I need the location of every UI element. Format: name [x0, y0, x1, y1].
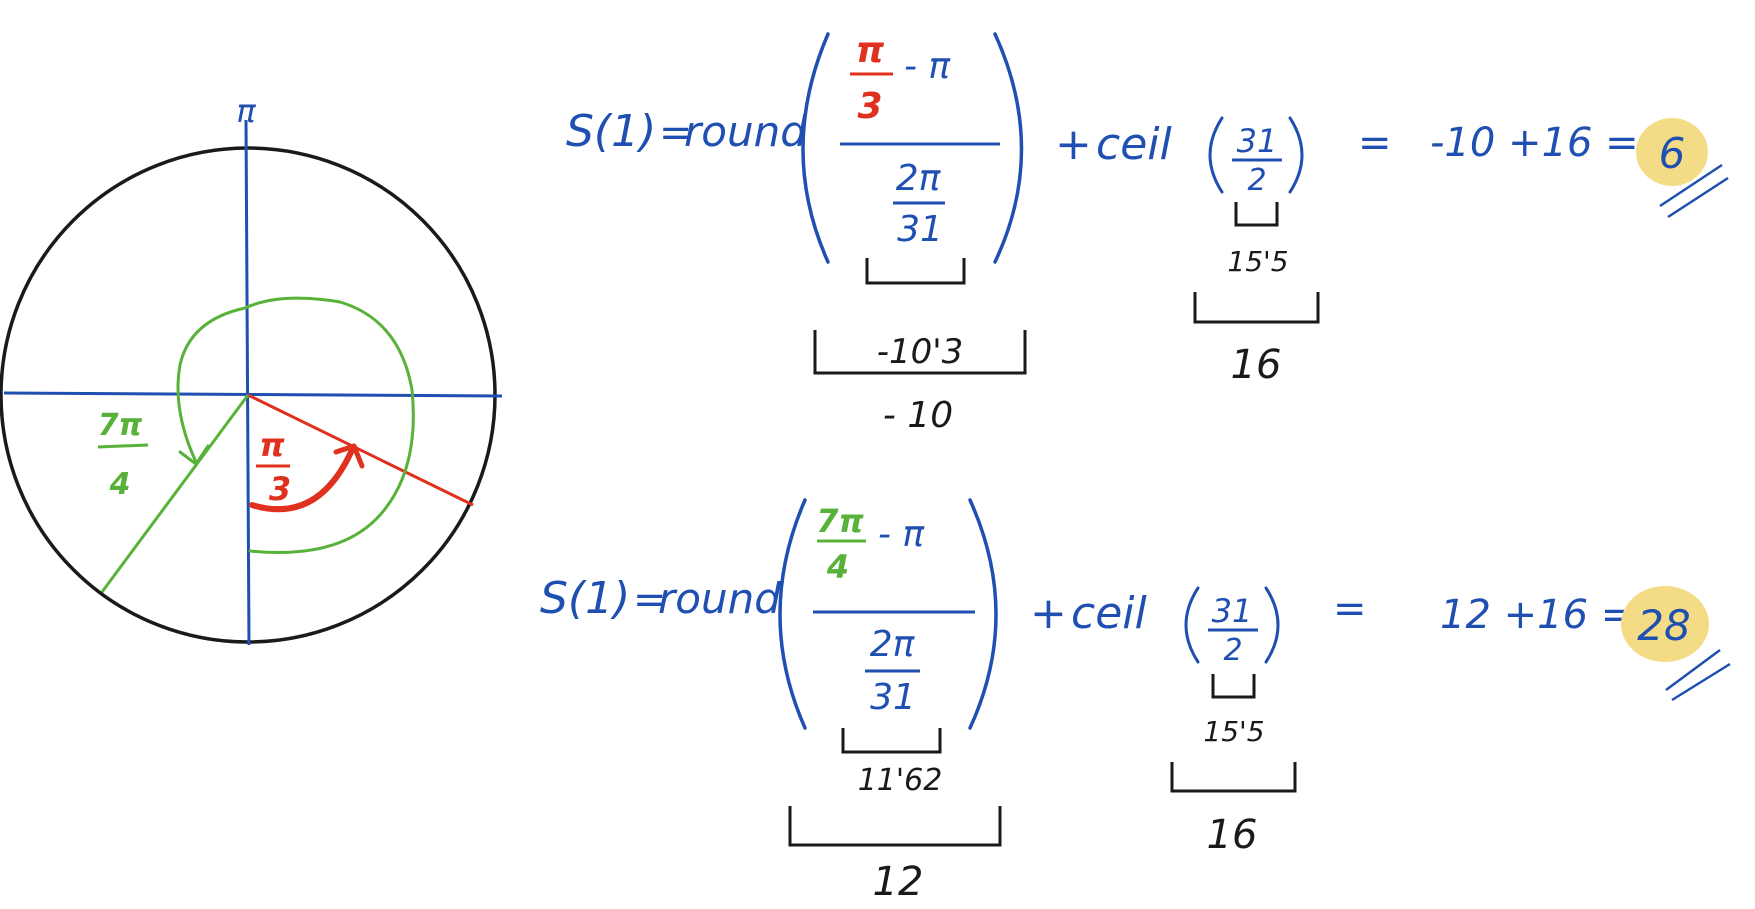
- red-angle-den: 3: [269, 470, 291, 508]
- eq2-answer: 28: [1637, 601, 1690, 650]
- unit-circle-diagram: π π 3 7π 4: [0, 92, 503, 646]
- eq1-ceil-den: 2: [1247, 163, 1266, 198]
- eq1-plus: +: [1055, 119, 1092, 170]
- eq2-ceil-open-paren: [1184, 586, 1200, 664]
- eq2-num-a-top: 7π: [816, 502, 864, 540]
- eq2-plus: +: [1030, 588, 1067, 639]
- green-angle-num: 7π: [98, 408, 143, 443]
- eq2-equals-2: =: [1333, 586, 1367, 632]
- eq2-rhs: 12 +16 =: [1440, 592, 1634, 638]
- eq1-ceil-close-paren: [1288, 116, 1304, 194]
- eq1-round-open-paren: [801, 32, 830, 264]
- eq1-den-den: 31: [897, 209, 943, 250]
- eq2-small-bracket: [841, 728, 942, 754]
- red-arrowhead: [333, 443, 365, 469]
- eq2-underline-2: [1671, 662, 1731, 702]
- eq2-ceil-word: ceil: [1071, 588, 1147, 639]
- eq2-den-den: 31: [870, 677, 916, 718]
- eq1-round-word: round: [684, 107, 807, 156]
- red-angle-num: π: [259, 426, 285, 464]
- horizontal-axis: [3, 391, 503, 398]
- eq2-ceil-bracket: [1170, 762, 1297, 793]
- eq1-answer: 6: [1659, 129, 1686, 178]
- eq1-ceil-small-bracket: [1234, 202, 1279, 227]
- eq2-ceil-num: 31: [1212, 592, 1253, 630]
- eq2-underline-1: [1665, 648, 1721, 692]
- eq2-round-result: 12: [873, 859, 924, 905]
- green-angle-arc: [176, 296, 415, 554]
- eq1-den-num: 2π: [896, 158, 942, 199]
- green-arrowhead: [178, 444, 210, 466]
- eq1-num-a-bottom: 3: [857, 86, 882, 127]
- eq1-small-bracket: [865, 258, 966, 285]
- eq2-round-inner: 11'62: [858, 763, 943, 798]
- eq2-round-bracket: [788, 806, 1002, 847]
- eq2-ceil-inner: 15'5: [1203, 715, 1264, 748]
- green-ray: [100, 394, 250, 593]
- eq1-ceil-open-paren: [1208, 116, 1224, 194]
- eq2-num-minus-pi: - π: [878, 514, 925, 555]
- green-angle-den: 4: [109, 467, 131, 502]
- eq1-round-bracket: [813, 330, 1027, 375]
- equation-1: S(1) = round π 3 - π 2π 31 -10'3 - 10 + …: [566, 30, 1729, 436]
- eq1-lhs: S(1): [566, 106, 656, 157]
- red-angle-arc: [249, 447, 355, 513]
- eq2-ceil-den: 2: [1223, 633, 1242, 668]
- eq1-round-inner: -10'3: [877, 332, 964, 372]
- eq2-round-close-paren: [968, 498, 998, 730]
- eq1-ceil-bracket: [1193, 292, 1320, 324]
- eq2-equals-sign: =: [633, 577, 667, 623]
- equation-2: S(1) = round 7π 4 - π 2π 31 11'62 12 + c…: [540, 498, 1731, 905]
- eq1-underline-2: [1667, 176, 1729, 219]
- eq1-ceil-num: 31: [1237, 122, 1278, 160]
- eq1-ceil-result: 16: [1231, 342, 1282, 388]
- eq1-answer-highlight: [1636, 118, 1708, 186]
- eq2-den-num: 2π: [870, 624, 916, 665]
- eq1-rhs: -10 +16 =: [1430, 120, 1639, 166]
- red-ray: [247, 393, 474, 507]
- eq2-round-open-paren: [778, 498, 807, 730]
- eq1-equals-2: =: [1358, 120, 1392, 166]
- eq1-round-close-paren: [993, 32, 1024, 264]
- eq2-ceil-close-paren: [1264, 586, 1280, 664]
- vertical-axis: [244, 119, 251, 646]
- eq1-round-result: - 10: [883, 395, 953, 436]
- eq1-ceil-word: ceil: [1096, 119, 1172, 170]
- eq2-lhs: S(1): [540, 573, 630, 624]
- eq2-ceil-result: 16: [1207, 812, 1258, 858]
- eq2-ceil-small-bracket: [1211, 674, 1256, 699]
- eq1-num-minus-pi: - π: [904, 46, 951, 87]
- eq1-num-a-top: π: [856, 30, 885, 71]
- eq1-ceil-inner: 15'5: [1227, 245, 1288, 278]
- eq2-num-a-bottom: 4: [826, 548, 849, 586]
- green-angle-bar: [97, 443, 149, 449]
- eq1-underline-1: [1659, 163, 1723, 208]
- eq2-round-word: round: [658, 574, 781, 623]
- pi-top-label: π: [236, 92, 256, 130]
- eq2-answer-highlight: [1621, 586, 1709, 662]
- eq1-equals-sign: =: [659, 110, 693, 156]
